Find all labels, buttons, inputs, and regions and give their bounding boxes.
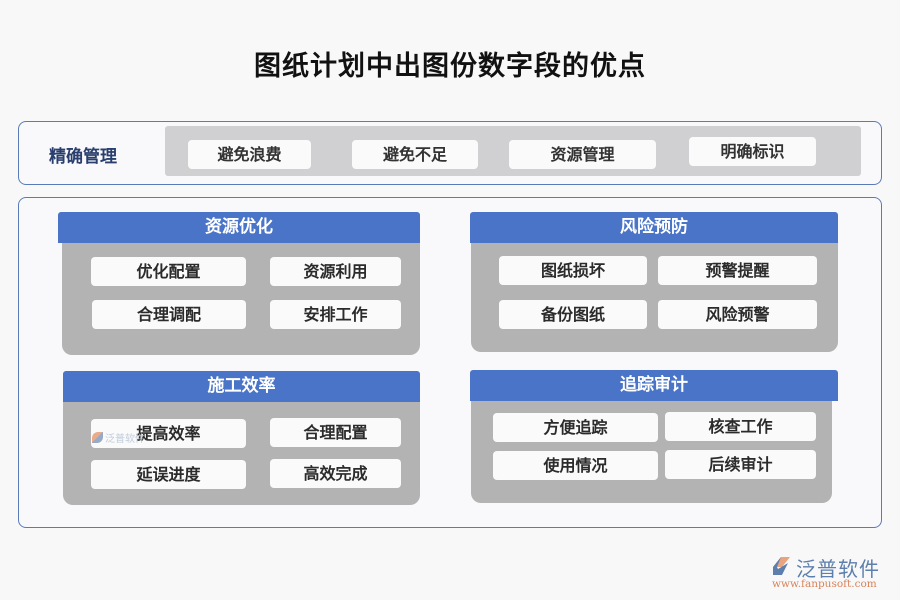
- top-item: 资源管理: [509, 140, 656, 169]
- brand-logo: 泛普软件 www.fanpusoft.com: [770, 553, 895, 593]
- group-body: 优化配置 资源利用 合理调配 安排工作: [62, 243, 420, 355]
- group-item: 核查工作: [665, 412, 816, 441]
- precise-management-panel: 精确管理 避免浪费 避免不足 资源管理 明确标识: [18, 121, 882, 185]
- top-item: 避免浪费: [188, 140, 311, 169]
- group-resource-optimization: 资源优化 优化配置 资源利用 合理调配 安排工作: [58, 212, 420, 355]
- group-item: 优化配置: [91, 257, 246, 286]
- group-item: 方便追踪: [493, 413, 658, 442]
- group-item: 合理配置: [270, 418, 401, 447]
- group-item: 资源利用: [270, 257, 401, 286]
- group-body: 提高效率 合理配置 延误进度 高效完成: [63, 402, 420, 505]
- precise-management-items-area: 避免浪费 避免不足 资源管理 明确标识: [165, 126, 861, 176]
- group-item: 图纸损坏: [499, 256, 647, 285]
- group-item: 预警提醒: [658, 256, 817, 285]
- watermark: 泛普软件: [92, 430, 145, 445]
- group-item: 合理调配: [92, 300, 246, 329]
- top-item: 明确标识: [689, 137, 816, 166]
- group-body: 图纸损坏 预警提醒 备份图纸 风险预警: [471, 243, 838, 352]
- group-construction-efficiency: 施工效率 提高效率 合理配置 延误进度 高效完成: [63, 371, 420, 505]
- group-item: 备份图纸: [499, 300, 647, 329]
- group-risk-prevention: 风险预防 图纸损坏 预警提醒 备份图纸 风险预警: [470, 212, 838, 352]
- watermark-logo-icon: [92, 432, 103, 443]
- top-item: 避免不足: [352, 140, 478, 169]
- group-item: 使用情况: [493, 451, 658, 480]
- brand-name: 泛普软件: [796, 557, 880, 581]
- group-header: 资源优化: [58, 212, 420, 243]
- group-header: 风险预防: [470, 212, 838, 243]
- group-item: 后续审计: [665, 450, 816, 479]
- group-item: 提高效率: [91, 419, 246, 448]
- group-item: 高效完成: [270, 459, 401, 488]
- group-item: 安排工作: [270, 300, 401, 329]
- group-header: 施工效率: [63, 371, 420, 402]
- group-item: 风险预警: [658, 300, 817, 329]
- group-tracking-audit: 追踪审计 方便追踪 核查工作 使用情况 后续审计: [470, 370, 838, 503]
- group-header: 追踪审计: [470, 370, 838, 401]
- group-item: 延误进度: [91, 460, 246, 489]
- precise-management-label: 精确管理: [49, 147, 117, 167]
- page-title: 图纸计划中出图份数字段的优点: [254, 51, 646, 82]
- fanpu-logo-icon: [773, 557, 790, 575]
- group-body: 方便追踪 核查工作 使用情况 后续审计: [471, 401, 832, 503]
- brand-url: www.fanpusoft.com: [772, 578, 877, 590]
